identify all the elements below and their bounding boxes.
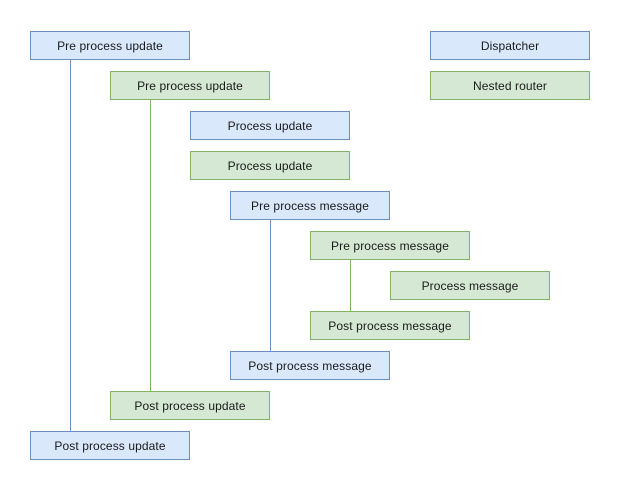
connector-n6-to-n8 bbox=[350, 260, 351, 311]
node-label: Post process update bbox=[134, 398, 246, 413]
connector-n1-to-n11 bbox=[70, 60, 71, 431]
node-process-update-nested[interactable]: Process update bbox=[190, 151, 350, 180]
node-pre-process-update-dispatcher[interactable]: Pre process update bbox=[30, 31, 190, 60]
node-label: Post process message bbox=[248, 358, 372, 373]
node-label: Pre process update bbox=[137, 78, 243, 93]
node-post-process-update-nested[interactable]: Post process update bbox=[110, 391, 270, 420]
node-pre-process-message-dispatcher[interactable]: Pre process message bbox=[230, 191, 390, 220]
node-label: Process update bbox=[227, 158, 313, 173]
node-label: Post process message bbox=[328, 318, 452, 333]
legend-item-nested-router: Nested router bbox=[430, 71, 590, 100]
legend-item-label: Nested router bbox=[472, 78, 547, 93]
node-post-process-message-nested[interactable]: Post process message bbox=[310, 311, 470, 340]
node-label: Process update bbox=[227, 118, 313, 133]
connector-n2-to-n10 bbox=[150, 100, 151, 391]
node-label: Pre process message bbox=[251, 198, 369, 213]
node-process-message-nested[interactable]: Process message bbox=[390, 271, 550, 300]
node-label: Pre process message bbox=[331, 238, 449, 253]
connector-n5-to-n9 bbox=[270, 220, 271, 351]
legend-item-dispatcher: Dispatcher bbox=[430, 31, 590, 60]
node-label: Pre process update bbox=[57, 38, 163, 53]
node-process-update-dispatcher[interactable]: Process update bbox=[190, 111, 350, 140]
node-label: Process message bbox=[421, 278, 519, 293]
node-pre-process-update-nested[interactable]: Pre process update bbox=[110, 71, 270, 100]
node-post-process-update-dispatcher[interactable]: Post process update bbox=[30, 431, 190, 460]
legend-item-label: Dispatcher bbox=[480, 38, 540, 53]
node-post-process-message-dispatcher[interactable]: Post process message bbox=[230, 351, 390, 380]
node-pre-process-message-nested[interactable]: Pre process message bbox=[310, 231, 470, 260]
node-label: Post process update bbox=[54, 438, 166, 453]
